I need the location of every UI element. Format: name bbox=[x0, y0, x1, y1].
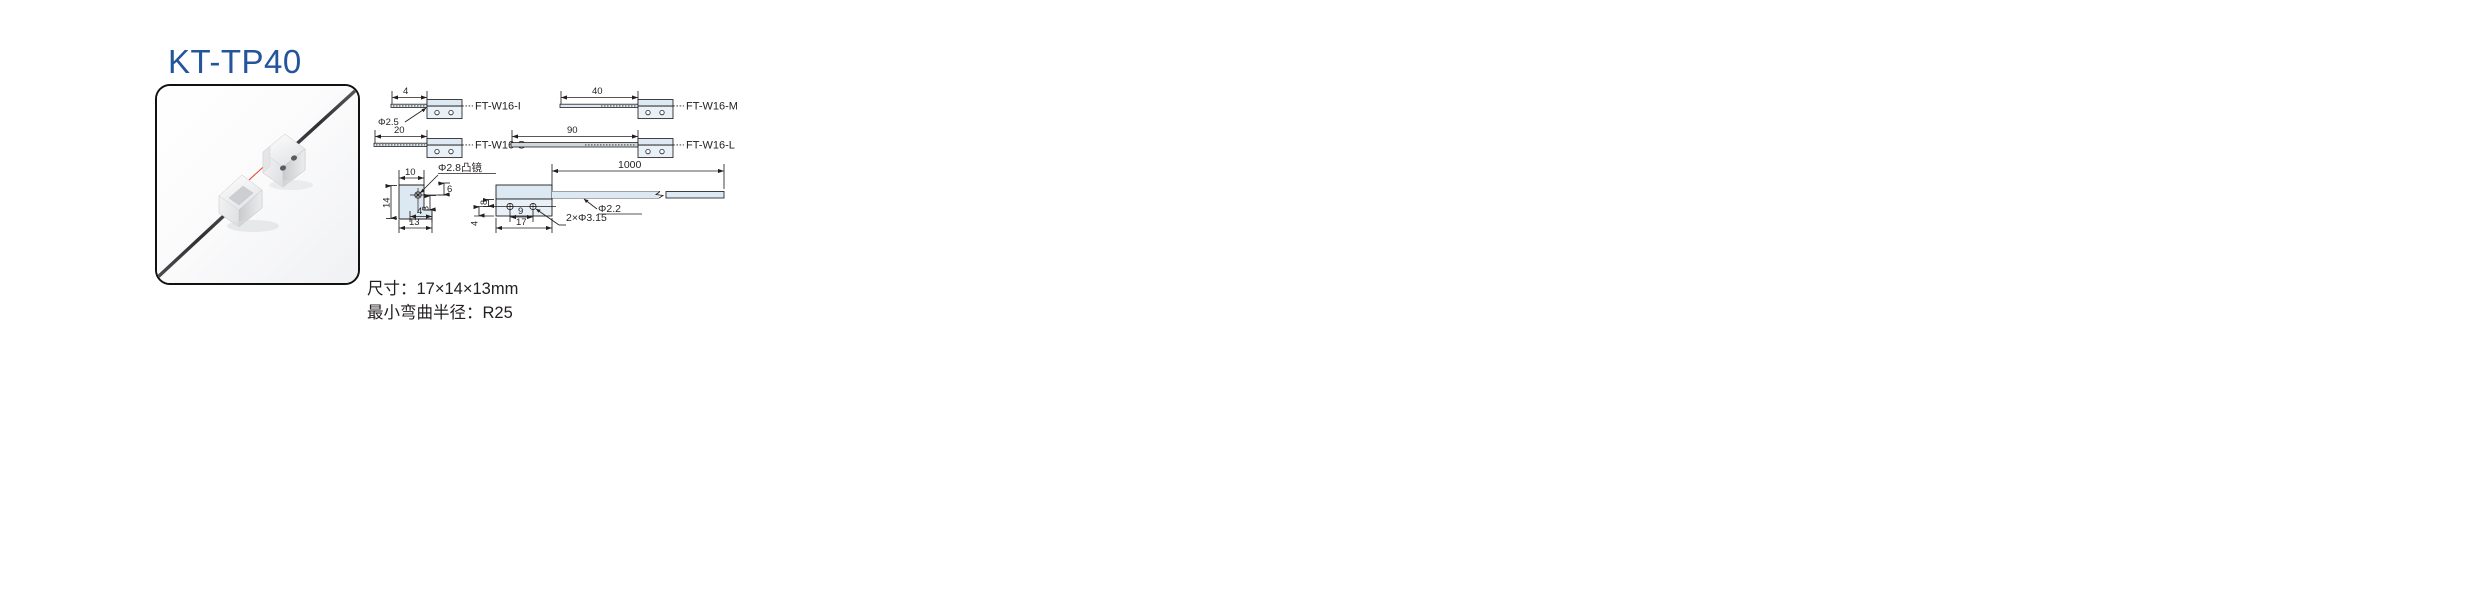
dim-label-90: 90 bbox=[567, 125, 578, 136]
callout-label-phi22: Φ2.2 bbox=[598, 203, 621, 215]
dim-label-14: 14 bbox=[382, 197, 393, 208]
variant-label-ft-w16-m: FT-W16-M bbox=[686, 101, 738, 113]
dim-label-1000: 1000 bbox=[618, 159, 642, 171]
spec-size: 尺寸：17×14×13mm bbox=[367, 280, 519, 298]
variant-label-ft-w16-l: FT-W16-L bbox=[686, 140, 735, 152]
variant-row-ft-w16-s: 20 FT-W16-S bbox=[373, 125, 525, 159]
callout-label-lens: Φ2.8凸镜 bbox=[438, 161, 482, 174]
variant-row-ft-w16-i: 4 FT-W16-I bbox=[390, 86, 521, 120]
photo-shadow-lower bbox=[227, 220, 279, 232]
dim-label-9: 9 bbox=[518, 206, 523, 217]
variant-row-ft-w16-m: 40 FT-W16-M bbox=[559, 86, 738, 120]
dim-label-20: 20 bbox=[394, 125, 405, 136]
dim-label-40: 40 bbox=[592, 86, 603, 97]
dim-label-17: 17 bbox=[516, 217, 527, 228]
variant-row-ft-w16-l: 90 FT-W16-L bbox=[510, 125, 735, 159]
photo-shadow-upper bbox=[269, 180, 313, 190]
dim-label-4-foot: 4 bbox=[417, 206, 422, 217]
callout-label-phi25: Φ2.5 bbox=[378, 117, 399, 128]
callout-fiber-diameter: Φ2.5 bbox=[378, 107, 427, 128]
variant-label-ft-w16-i: FT-W16-I bbox=[475, 101, 521, 113]
dim-label-8: 8 bbox=[479, 200, 489, 205]
dim-label-4-right: 4 bbox=[470, 221, 480, 226]
technical-drawing: 4 FT-W16-I Φ2.5 bbox=[370, 70, 770, 270]
product-photo-frame bbox=[155, 84, 360, 285]
page-title: KT-TP40 bbox=[168, 43, 302, 80]
spec-block: 尺寸：17×14×13mm 最小弯曲半径：R25 bbox=[367, 277, 518, 325]
bracket-front-view: 1000 Φ2.2 8 4 bbox=[470, 159, 725, 233]
dim-label-13: 13 bbox=[409, 217, 420, 228]
dim-label-6: 6 bbox=[447, 184, 452, 195]
product-photo bbox=[157, 86, 358, 283]
dim-label-4: 4 bbox=[403, 86, 408, 97]
bracket-side-view: 10 Φ2.8凸镜 bbox=[382, 161, 496, 233]
dim-label-3: 3 bbox=[421, 206, 431, 211]
emitter-block bbox=[262, 133, 306, 188]
spec-bend-radius: 最小弯曲半径：R25 bbox=[367, 304, 513, 322]
callout-label-holes: 2×Φ3.15 bbox=[566, 212, 607, 224]
dim-label-10: 10 bbox=[405, 167, 416, 178]
